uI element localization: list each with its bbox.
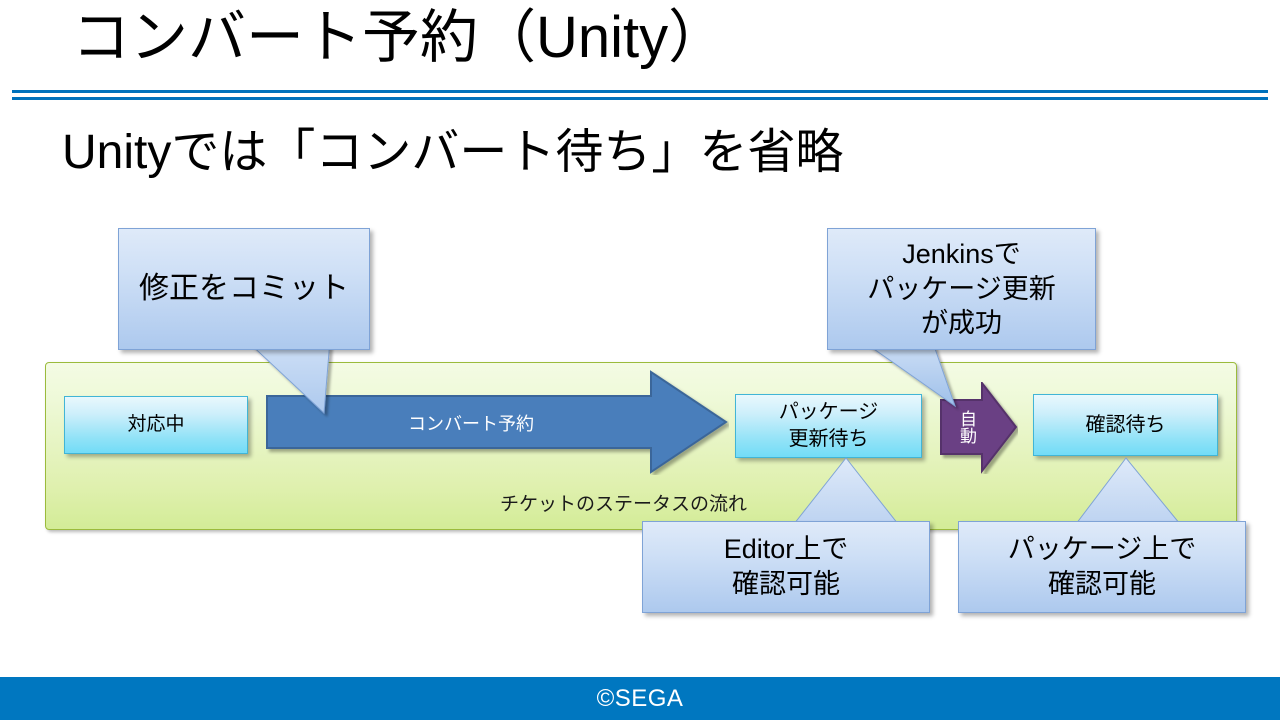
footer-bar: ©SEGA <box>0 677 1280 720</box>
title-divider-upper <box>12 90 1268 93</box>
title-divider-lower <box>12 97 1268 100</box>
callout-editor[interactable]: Editor上で 確認可能 <box>642 452 942 617</box>
callout-editor-bubble: Editor上で 確認可能 <box>642 521 930 613</box>
subtitle-text: Unityでは「コンバート待ち」を省略 <box>62 126 844 179</box>
arrow-automatic[interactable] <box>940 382 1018 474</box>
arrow-convert-reservation-label: コンバート予約 <box>408 414 534 434</box>
callout-commit[interactable]: 修正をコミット <box>118 228 418 418</box>
callout-jenkins-label: Jenkinsで パッケージ更新 が成功 <box>867 239 1056 339</box>
arrow-convert-reservation[interactable] <box>266 370 729 475</box>
page-title: コンバート予約（Unity） <box>72 5 727 70</box>
callout-jenkins-bubble: Jenkinsで パッケージ更新 が成功 <box>827 228 1096 350</box>
status-box-package-update-wait[interactable]: パッケージ 更新待ち <box>735 394 922 458</box>
status-box-confirmation-wait[interactable]: 確認待ち <box>1033 394 1218 456</box>
callout-editor-label: Editor上で 確認可能 <box>723 534 849 599</box>
status-box-confirmation-wait-label: 確認待ち <box>1085 413 1166 436</box>
callout-package-ue[interactable]: パッケージ上で 確認可能 <box>958 452 1258 617</box>
footer-copyright: ©SEGA <box>596 684 684 712</box>
callout-jenkins[interactable]: Jenkinsで パッケージ更新 が成功 <box>827 228 1117 413</box>
panel-caption: チケットのステータスの流れ <box>500 494 748 515</box>
arrow-automatic-label: 自動 <box>957 410 976 444</box>
callout-commit-bubble: 修正をコミット <box>118 228 370 350</box>
status-box-taiou-label: 対応中 <box>127 414 185 436</box>
callout-commit-label: 修正をコミット <box>139 271 349 305</box>
status-box-package-update-wait-label: パッケージ 更新待ち <box>778 401 879 450</box>
callout-package-ue-label: パッケージ上で 確認可能 <box>1007 534 1197 599</box>
callout-package-ue-bubble: パッケージ上で 確認可能 <box>958 521 1246 613</box>
status-box-taiou[interactable]: 対応中 <box>64 396 248 454</box>
